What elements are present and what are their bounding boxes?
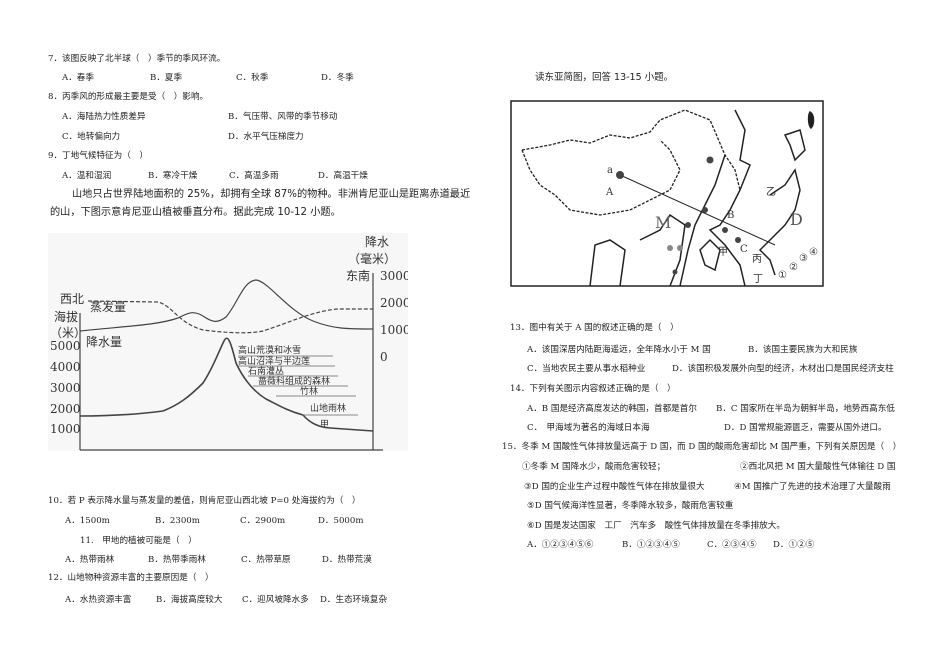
q11-option-b[interactable]: B．热带季雨林 — [148, 555, 206, 565]
q13-stem: 13．图中有关于 A 国的叙述正确的是（ ） — [510, 323, 679, 333]
map-label-yi: 乙 — [766, 186, 776, 198]
q13-option-c[interactable]: C．当地农民主要从事水稻种业 — [527, 364, 646, 374]
passage-line-1: 山地只占世界陆地面积的 25%，却拥有全球 87%的物种。非洲肯尼亚山是距离赤道… — [72, 189, 471, 200]
q12-option-d[interactable]: D．生态环境复杂 — [320, 595, 388, 605]
q14-option-b[interactable]: B．C 国家所在半岛为朝鲜半岛，地势西高东低 — [716, 404, 895, 414]
q8-option-b[interactable]: B．气压带、风带的季节移动 — [228, 112, 338, 122]
q15-stem: 15．冬季 M 国酸性气体排放量远高于 D 国，而 D 国的酸雨危害却比 M 国… — [502, 442, 902, 452]
q15-statement-6: ⑥D 国是发达国家 工厂 汽车多 酸性气体排放量在冬季排放大。 — [527, 521, 785, 531]
q15-statement-1: ①冬季 M 国降水少，酸雨危害较轻； — [522, 462, 666, 472]
zone-label: 甲 — [320, 419, 329, 430]
q9-option-a[interactable]: A．温和湿润 — [62, 171, 112, 181]
zone-label: 山地雨林 — [310, 402, 346, 414]
map-label-bing: 丙 — [752, 254, 762, 265]
q14-option-a[interactable]: A．B 国是经济高度发达的韩国，首都是首尔 — [527, 404, 697, 414]
q7-option-b[interactable]: B．夏季 — [150, 73, 183, 83]
left-axis-label-3: （米） — [50, 326, 86, 340]
q11-stem: 11. 甲地的植被可能是（ ） — [80, 536, 197, 546]
q15-statement-4: ④M 国推广了先进的技术治理了大量酸雨 — [734, 482, 891, 492]
left-tick-5000: 5000 — [50, 339, 81, 353]
right-tick-2000: 2000 — [380, 296, 408, 310]
q7-option-d[interactable]: D．冬季 — [321, 73, 354, 83]
q9-option-d[interactable]: D．高温干燥 — [318, 171, 368, 181]
left-tick-1000: 1000 — [50, 422, 81, 436]
left-tick-4000: 4000 — [50, 360, 81, 374]
q11-option-a[interactable]: A．热带雨林 — [65, 555, 115, 565]
zone-label: 竹林 — [300, 385, 318, 397]
q15-statement-5: ⑤D 国气候海洋性显著，冬季降水较多，酸雨危害较重 — [527, 501, 734, 511]
precipitation-label: 降水量 — [86, 335, 122, 349]
q14-option-c[interactable]: C． 甲海域为著名的海域日本海 — [527, 423, 650, 433]
map-label-jia: 甲 — [718, 247, 728, 258]
q14-option-d[interactable]: D．D 国常规能源匮乏，需要从国外进口。 — [724, 423, 887, 433]
map-label-C: C — [740, 244, 748, 255]
map-label-B: B — [727, 210, 734, 221]
right-tick-1000: 1000 — [380, 323, 408, 337]
passage-line-2: 的山，下图示意肯尼亚山植被垂直分布。据此完成 10-12 小题。 — [50, 207, 341, 218]
map-label-1: ① — [778, 270, 787, 281]
map-label-3: ③ — [799, 253, 808, 264]
right-axis-label-3: 东南 — [346, 268, 370, 283]
q8-option-c[interactable]: C．地转偏向力 — [62, 132, 121, 142]
zone-label: 高山沼泽与半边莲 — [238, 355, 310, 367]
q15-option-a[interactable]: A．①②③④⑤⑥ — [527, 540, 594, 550]
q8-option-a[interactable]: A．海陆热力性质差异 — [62, 112, 146, 122]
right-axis-label-2: （毫米） — [348, 251, 396, 266]
map-label-M: M — [655, 213, 671, 232]
q14-stem: 14．下列有关图示内容叙述正确的是（ ） — [510, 384, 676, 394]
q7-option-c[interactable]: C．秋季 — [236, 73, 269, 83]
q13-option-d[interactable]: D．该国积极发展外向型的经济，木材出口是国民经济支柱 — [672, 364, 894, 374]
q15-option-d[interactable]: D．①②⑤ — [773, 540, 815, 550]
q11-option-d[interactable]: D．热带荒漠 — [322, 555, 372, 565]
q10-option-a[interactable]: A．1500m — [65, 516, 110, 526]
left-tick-2000: 2000 — [50, 402, 81, 416]
q7-stem: 7．该图反映了北半球（ ）季节的季风环流。 — [48, 54, 226, 64]
left-axis-label-1: 西北 — [60, 292, 84, 306]
q8-stem: 8．丙季风的形成最主要是受（ ）影响。 — [48, 92, 209, 102]
q12-stem: 12．山地物种资源丰富的主要原因是（ ） — [48, 573, 214, 583]
q7-option-a[interactable]: A．春季 — [62, 73, 94, 83]
kenya-vegetation-figure: 西北 海拔 （米） 降水 （毫米） 东南 5000 4000 3000 2000… — [48, 233, 408, 451]
q15-statement-3: ③D 国的企业生产过程中酸性气体在排放量很大 — [524, 482, 705, 492]
zone-label: 蔷薇科组成的森林 — [258, 375, 330, 387]
zone-label: 高山荒漠和冰雪 — [238, 344, 301, 356]
right-axis-label-1: 降水 — [365, 235, 389, 249]
q12-option-b[interactable]: B．海拔高度较大 — [156, 595, 223, 605]
east-asia-map: a A M B C D 甲 乙 丙 丁 ① ② ③ ④ — [510, 100, 824, 287]
q15-option-b[interactable]: B．①②③④⑤ — [622, 540, 680, 550]
q10-option-d[interactable]: D．5000m — [318, 516, 364, 526]
evaporation-label: 蒸发量 — [90, 299, 126, 314]
right-tick-3000: 3000 — [380, 269, 408, 283]
q13-option-a[interactable]: A．该国深居内陆距海遥远，全年降水小于 M 国 — [527, 345, 711, 355]
q8-option-d[interactable]: D．水平气压梯度力 — [228, 132, 304, 142]
map-heading: 读东亚简图，回答 13-15 小题。 — [535, 72, 674, 83]
q15-option-c[interactable]: C．②③④⑤ — [707, 540, 757, 550]
left-tick-3000: 3000 — [50, 381, 81, 395]
q9-option-c[interactable]: C．高温多雨 — [229, 171, 279, 181]
q15-statement-2: ②西北风把 M 国大量酸性气体输往 D 国 — [740, 462, 896, 472]
left-axis-label-2: 海拔 — [54, 309, 78, 324]
right-tick-0: 0 — [380, 350, 388, 364]
q10-option-b[interactable]: B．2300m — [155, 516, 200, 526]
q13-option-b[interactable]: B．该国主要民族为大和民族 — [748, 345, 858, 355]
map-label-2: ② — [789, 262, 798, 273]
q12-option-c[interactable]: C．迎风坡降水多 — [242, 595, 309, 605]
q9-stem: 9．丁地气候特征为（ ） — [48, 151, 148, 161]
zone-label: 石南灌丛 — [248, 365, 284, 377]
map-label-a: a — [607, 165, 613, 176]
map-label-A: A — [605, 187, 614, 198]
q10-option-c[interactable]: C．2900m — [240, 516, 286, 526]
map-label-ding: 丁 — [753, 274, 763, 285]
q12-option-a[interactable]: A．水热资源丰富 — [65, 595, 132, 605]
q11-option-c[interactable]: C．热带草原 — [241, 555, 291, 565]
map-label-4: ④ — [809, 247, 818, 258]
map-label-D: D — [790, 210, 803, 229]
q9-option-b[interactable]: B．寒冷干燥 — [148, 171, 198, 181]
q10-stem: 10．若 P 表示降水量与蒸发量的差值，则肯尼亚山西北坡 P=0 处海拔约为（ … — [48, 496, 361, 506]
